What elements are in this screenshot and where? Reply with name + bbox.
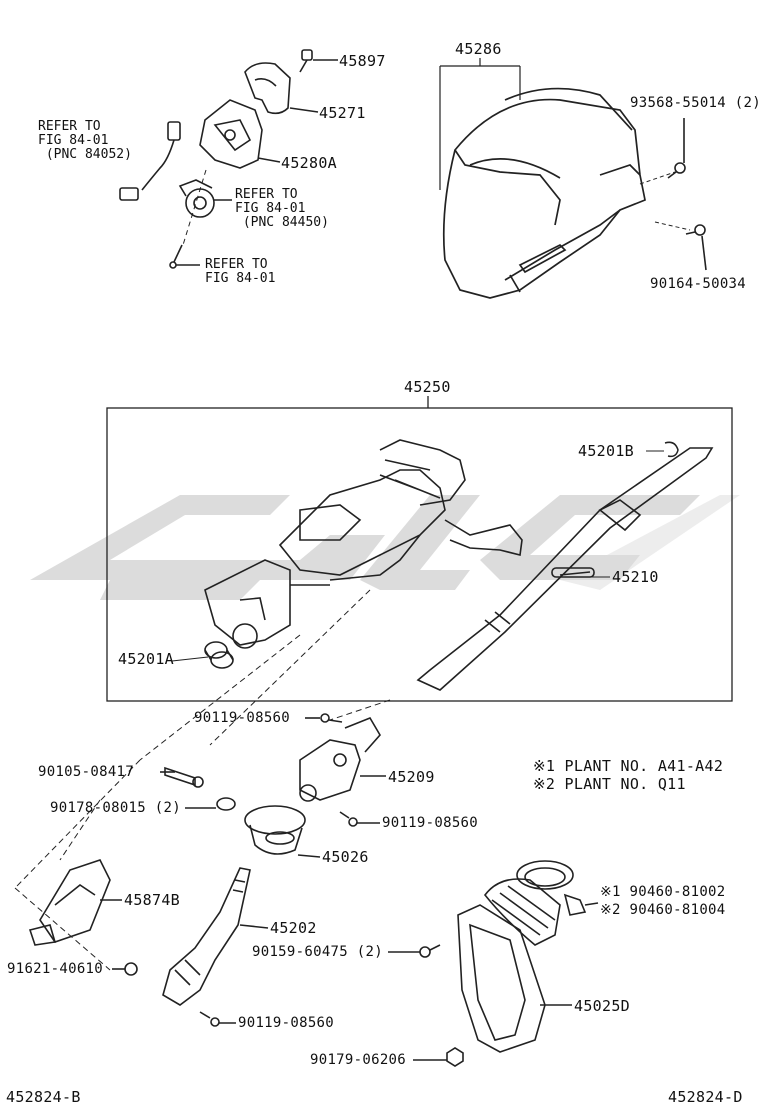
leader-45286 <box>439 58 521 190</box>
label-45897: 45897 <box>339 52 386 70</box>
ref2-line3: (PNC 84450) <box>235 215 329 230</box>
leader-lines <box>171 450 664 662</box>
seal-45026 <box>244 805 321 858</box>
label-90178: 90178-08015 (2) <box>50 800 181 816</box>
ref1-line1: REFER TO <box>38 119 101 134</box>
label-90164: 90164-50034 <box>650 276 747 292</box>
screw-45897 <box>299 49 338 73</box>
assembly-frame-45250 <box>106 396 733 702</box>
label-90119-b: 90119-08560 <box>382 815 479 831</box>
screw-93568 <box>667 118 686 179</box>
label-91621: 91621-40610 <box>7 961 104 977</box>
label-45271: 45271 <box>319 104 366 122</box>
label-45025D: 45025D <box>574 997 630 1015</box>
bolt-90159 <box>388 944 441 958</box>
label-45280A: 45280A <box>281 154 337 172</box>
label-45202: 45202 <box>270 919 317 937</box>
label-90460-a: ※1 90460-81002 <box>600 884 726 900</box>
ref-note-84450: REFER TO FIG 84-01 (PNC 84450) <box>235 188 329 230</box>
ref2-line2: FIG 84-01 <box>235 201 306 216</box>
ref3-line2: FIG 84-01 <box>205 271 276 286</box>
ref1-line2: FIG 84-01 <box>38 133 109 148</box>
sensor-part <box>178 179 232 218</box>
clamp-90460 <box>563 893 599 916</box>
label-90179: 90179-06206 <box>310 1052 407 1068</box>
screw-91621 <box>112 962 138 976</box>
nut-90179 <box>413 1047 464 1067</box>
column-cover-45286 <box>442 87 646 299</box>
bolt-90119-b <box>339 811 380 827</box>
plant-note-1: ※1 PLANT NO. A41-A42 <box>533 757 724 775</box>
label-90105: 90105-08417 <box>38 764 135 780</box>
bracket-45874B <box>28 859 122 946</box>
screw-90164 <box>685 224 707 271</box>
screw-ref <box>169 244 200 269</box>
label-93568: 93568-55014 (2) <box>630 95 760 111</box>
grommet-90178 <box>185 797 236 811</box>
cover-clamp-45271 <box>244 62 319 115</box>
shaft-45202 <box>162 867 269 1006</box>
bolt-90105 <box>160 766 204 788</box>
shaft-45210 <box>416 447 714 691</box>
label-90159: 90159-60475 (2) <box>252 944 383 960</box>
footer-code-right: 452824-D <box>668 1088 743 1106</box>
label-45874B: 45874B <box>124 891 180 909</box>
ref-note-fig: REFER TO FIG 84-01 <box>205 258 275 286</box>
boot-45025D <box>457 860 574 1053</box>
label-90119-c: 90119-08560 <box>238 1015 335 1031</box>
ref1-line3: (PNC 84052) <box>38 147 132 162</box>
label-45201B: 45201B <box>578 442 634 460</box>
label-45209: 45209 <box>388 768 435 786</box>
dashed-guides <box>14 589 391 971</box>
label-90460-b: ※2 90460-81004 <box>600 902 726 918</box>
clip-45201B <box>664 441 679 458</box>
joint-45209 <box>299 717 386 802</box>
ref3-line1: REFER TO <box>205 257 268 272</box>
ref2-line1: REFER TO <box>235 187 298 202</box>
label-45250: 45250 <box>404 378 451 396</box>
bracket-45280A <box>199 99 281 169</box>
label-45201A: 45201A <box>118 650 174 668</box>
label-90119-a: 90119-08560 <box>194 710 291 726</box>
label-45286: 45286 <box>455 40 502 58</box>
ring-45201A <box>204 641 234 669</box>
bolt-90119-a <box>305 713 343 723</box>
watermark-logo <box>30 495 740 600</box>
bolt-90119-c <box>199 1011 236 1027</box>
wire-harness <box>119 121 181 201</box>
label-45210: 45210 <box>612 568 659 586</box>
ref-note-84052: REFER TO FIG 84-01 (PNC 84052) <box>38 120 132 162</box>
footer-code-left: 452824-B <box>6 1088 81 1106</box>
column-assembly <box>204 439 523 649</box>
label-45026: 45026 <box>322 848 369 866</box>
plant-note-2: ※2 PLANT NO. Q11 <box>533 775 686 793</box>
